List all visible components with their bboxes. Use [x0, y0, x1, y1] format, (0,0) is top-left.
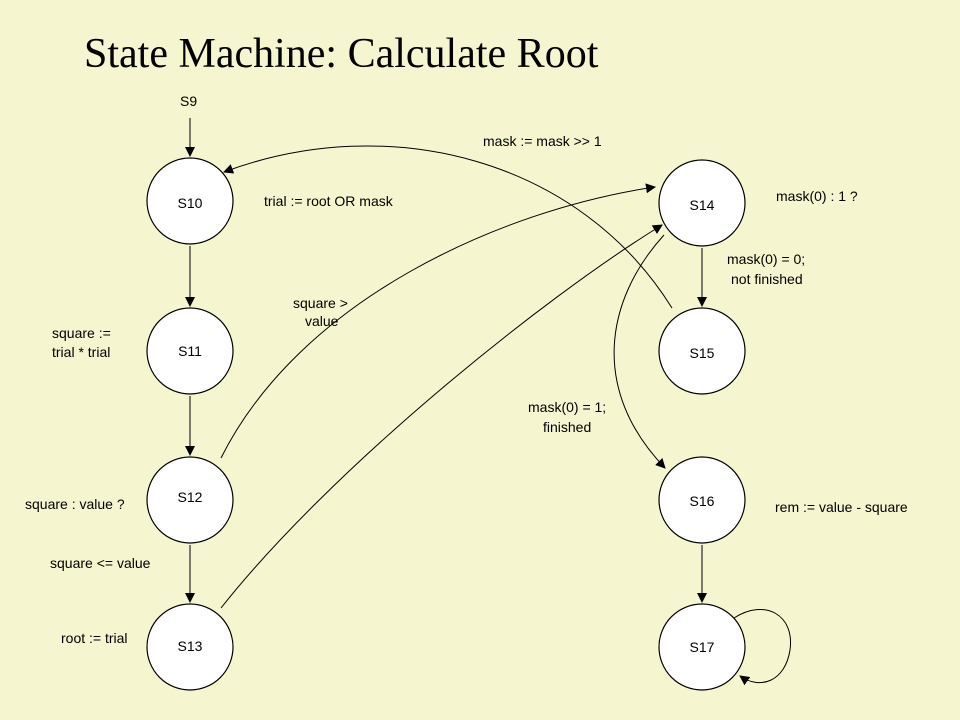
state-s13-label: S13: [178, 638, 203, 654]
edge-s15-to-s10: [223, 145, 673, 309]
label-mask0-zero-line1: mask(0) = 0;: [727, 251, 805, 267]
state-s16-circle: [658, 456, 746, 544]
label-mask0-zero-line2: not finished: [731, 271, 803, 287]
label-square-le: square <= value: [50, 555, 151, 571]
label-root-assign: root := trial: [61, 630, 128, 646]
state-s11-label: S11: [178, 343, 202, 359]
label-rem-assign: rem := value - square: [775, 499, 908, 515]
label-mask0-one-line1: mask(0) = 1;: [528, 399, 606, 415]
state-s10-label: S10: [178, 195, 203, 211]
state-s16-label: S16: [690, 493, 715, 509]
label-square-assign-line1: square :=: [52, 325, 111, 341]
edge-s14-to-s16: [613, 234, 666, 469]
state-s14-circle: [658, 159, 746, 247]
edge-s17-self-loop: [733, 609, 792, 686]
label-square-assign-line2: trial * trial: [52, 344, 110, 360]
label-square-compare: square : value ?: [25, 496, 125, 512]
state-s9-label: S9: [180, 93, 197, 109]
state-s13-circle: [146, 603, 234, 691]
label-mask0-one-line2: finished: [543, 419, 591, 435]
state-s15-label: S15: [690, 345, 715, 361]
label-square-gt-line2: value: [305, 313, 339, 329]
state-s17-label: S17: [690, 639, 715, 655]
edge-s13-to-s14: [220, 224, 663, 609]
page-title: State Machine: Calculate Root: [84, 31, 599, 77]
label-square-gt-line1: square >: [293, 295, 348, 311]
state-s11-circle: [146, 307, 234, 395]
label-trial-assign: trial := root OR mask: [264, 193, 394, 209]
label-mask0-check: mask(0) : 1 ?: [776, 188, 858, 204]
state-s12-label: S12: [178, 489, 203, 505]
state-s12-circle: [146, 456, 234, 544]
state-s15-circle: [658, 307, 746, 395]
edge-s12-to-s14: [220, 183, 656, 459]
label-mask-shift: mask := mask >> 1: [483, 133, 602, 149]
state-s17-circle: [658, 603, 746, 691]
state-s14-label: S14: [690, 197, 715, 213]
state-s10-circle: [146, 157, 234, 245]
